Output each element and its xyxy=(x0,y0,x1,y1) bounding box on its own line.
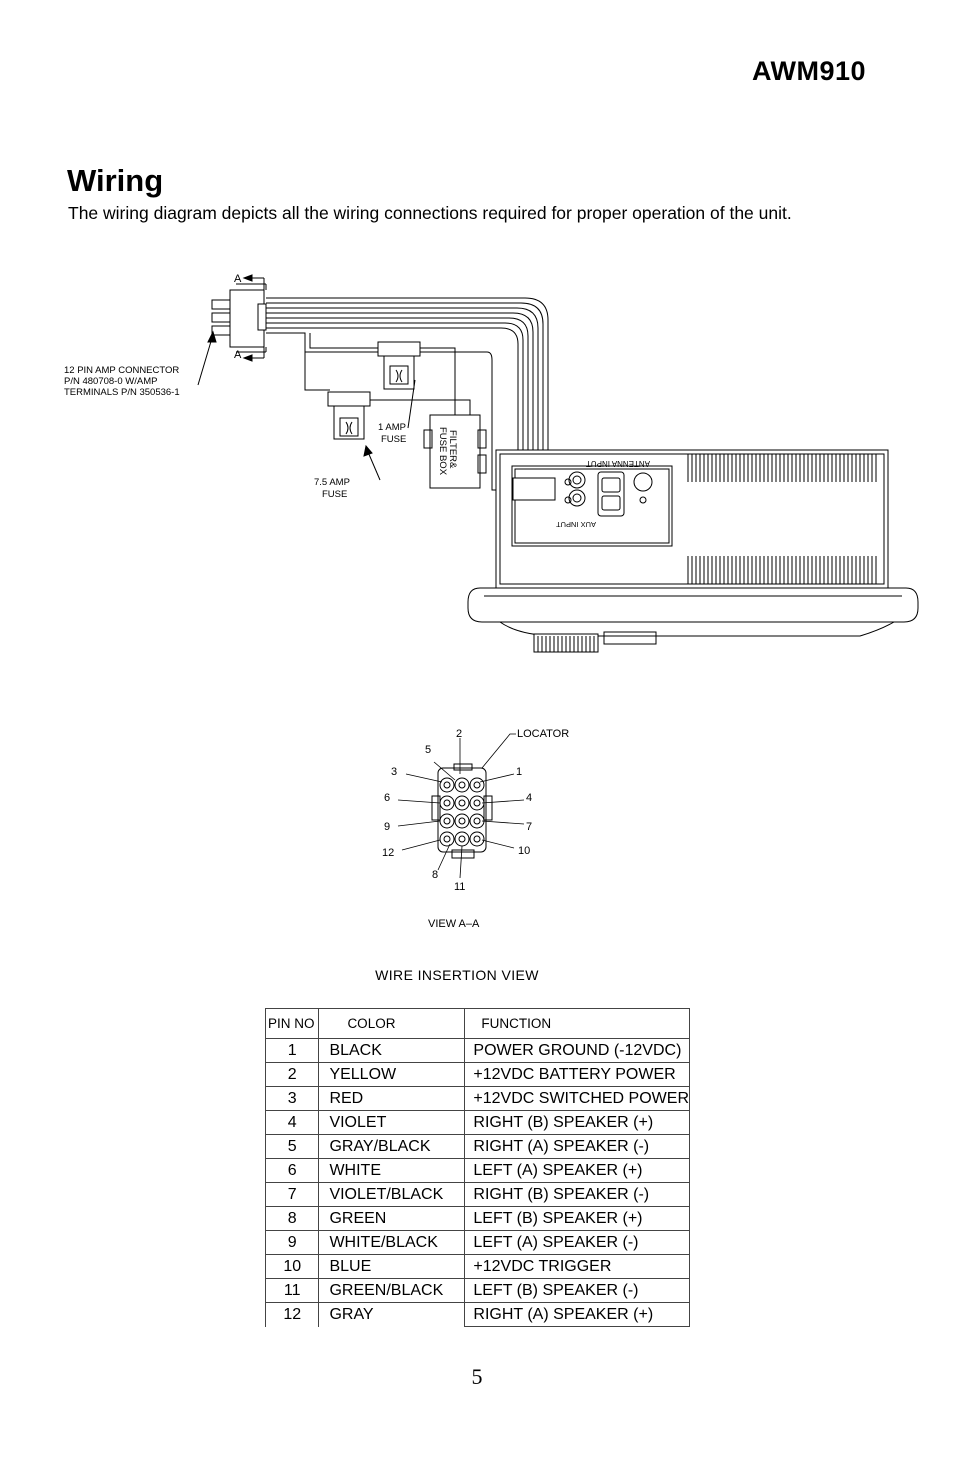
wire-function: RIGHT (B) SPEAKER (-) xyxy=(464,1182,690,1207)
pin-label-7: 7 xyxy=(526,821,532,833)
fuse-labels: 1 AMP FUSE 7.5 AMP FUSE xyxy=(314,422,406,500)
marker-a-bottom: A xyxy=(234,349,242,361)
wire-color: GRAY/BLACK xyxy=(318,1134,465,1159)
page-number: 5 xyxy=(471,1364,483,1389)
header-function: FUNCTION xyxy=(464,1008,690,1039)
pin-table-header: PIN NO COLOR FUNCTION xyxy=(264,1008,690,1039)
pin-label-10: 10 xyxy=(518,845,530,857)
wire-color: BLUE xyxy=(318,1254,465,1279)
wire-color: YELLOW xyxy=(318,1062,465,1087)
connector-label-line-1: 12 PIN AMP CONNECTOR xyxy=(64,365,179,376)
wire-function: LEFT (A) SPEAKER (+) xyxy=(464,1158,690,1183)
wire-color: WHITE xyxy=(318,1158,465,1183)
pin-number: 8 xyxy=(264,1206,319,1231)
aux-input-label: AUX INPUT xyxy=(556,520,596,529)
wire-function: LEFT (A) SPEAKER (-) xyxy=(464,1230,690,1255)
pin-holes xyxy=(439,777,485,847)
header-color: COLOR xyxy=(318,1008,465,1039)
pin-number: 5 xyxy=(264,1134,319,1159)
intro-text: The wiring diagram depicts all the wirin… xyxy=(68,203,792,223)
view-a-markers: A A xyxy=(234,273,265,362)
connector-label-line-2: P/N 480708-0 W/AMP xyxy=(64,376,157,387)
head-unit: ANTENNA INPUT AUX INPUT xyxy=(467,449,919,653)
wire-color: BLACK xyxy=(318,1038,465,1063)
wire-function: POWER GROUND (-12VDC) xyxy=(464,1038,690,1063)
filter-label-1: FILTER& xyxy=(447,430,458,469)
pin-label-4: 4 xyxy=(526,792,532,804)
pin-numbers: 1 2 3 4 5 6 7 8 9 10 11 12 LOCATOR VIEW … xyxy=(382,728,569,930)
wire-function: RIGHT (B) SPEAKER (+) xyxy=(464,1110,690,1135)
pin-number: 10 xyxy=(264,1254,319,1279)
pin-view-diagram: 1 2 3 4 5 6 7 8 9 10 11 12 LOCATOR VIEW … xyxy=(382,728,569,930)
wire-function: +12VDC BATTERY POWER xyxy=(464,1062,690,1087)
pin-number: 11 xyxy=(264,1278,319,1303)
fuse-7-5amp-label-2: FUSE xyxy=(322,489,347,500)
pin-label-2: 2 xyxy=(456,728,462,740)
filter-fuse-box: FILTER& FUSE BOX xyxy=(423,414,487,489)
fuse-1amp-label-1: 1 AMP xyxy=(378,422,406,433)
wire-color: VIOLET/BLACK xyxy=(318,1182,465,1207)
connector-label-line-3: TERMINALS P/N 350536-1 xyxy=(64,387,180,398)
pin-number: 1 xyxy=(264,1038,319,1063)
model-name: AWM910 xyxy=(752,56,867,86)
pin-number: 9 xyxy=(264,1230,319,1255)
antenna-label: ANTENNA INPUT xyxy=(586,459,650,468)
connector-label: 12 PIN AMP CONNECTOR P/N 480708-0 W/AMP … xyxy=(64,365,180,398)
pin-number: 6 xyxy=(264,1158,319,1183)
pin-number: 12 xyxy=(264,1302,319,1327)
section-title: Wiring xyxy=(67,163,164,198)
pin-label-11: 11 xyxy=(454,881,465,893)
pin-label-3: 3 xyxy=(391,766,397,778)
fuse-1amp xyxy=(377,341,421,390)
pin-label-1: 1 xyxy=(516,766,522,778)
fuse-1amp-label-2: FUSE xyxy=(381,434,406,445)
pin-label-6: 6 xyxy=(384,792,390,804)
view-a-a-label: VIEW A–A xyxy=(428,918,480,930)
pin-number: 3 xyxy=(264,1086,319,1111)
filter-label-2: FUSE BOX xyxy=(437,427,448,476)
wire-function: +12VDC SWITCHED POWER xyxy=(464,1086,690,1111)
wiring-diagram: A A FILTER& FUSE BOX xyxy=(64,273,919,653)
pin-label-9: 9 xyxy=(384,821,390,833)
pin-label-5: 5 xyxy=(425,744,431,756)
wire-color: GRAY xyxy=(318,1302,465,1327)
wire-color: RED xyxy=(318,1086,465,1111)
wire-color: GREEN xyxy=(318,1206,465,1231)
wire-function: RIGHT (A) SPEAKER (+) xyxy=(464,1302,690,1327)
amp-connector xyxy=(211,283,267,353)
locator-label: LOCATOR xyxy=(517,728,569,740)
wire-function: +12VDC TRIGGER xyxy=(464,1254,690,1279)
pin-label-8: 8 xyxy=(432,869,438,881)
wire-function: LEFT (B) SPEAKER (-) xyxy=(464,1278,690,1303)
pin-label-12: 12 xyxy=(382,847,394,859)
header-pin-no: PIN NO xyxy=(264,1008,319,1039)
fuse-7-5amp-label-1: 7.5 AMP xyxy=(314,477,350,488)
fuse-7-5amp xyxy=(327,391,371,440)
marker-a-top: A xyxy=(234,273,242,285)
wire-function: RIGHT (A) SPEAKER (-) xyxy=(464,1134,690,1159)
wire-color: WHITE/BLACK xyxy=(318,1230,465,1255)
wire-insertion-caption: WIRE INSERTION VIEW xyxy=(375,967,539,983)
pin-number: 4 xyxy=(264,1110,319,1135)
wire-color: VIOLET xyxy=(318,1110,465,1135)
wire-function: LEFT (B) SPEAKER (+) xyxy=(464,1206,690,1231)
pin-number: 2 xyxy=(264,1062,319,1087)
pin-number: 7 xyxy=(264,1182,319,1207)
wire-color: GREEN/BLACK xyxy=(318,1278,465,1303)
wire-bundle xyxy=(266,297,549,491)
